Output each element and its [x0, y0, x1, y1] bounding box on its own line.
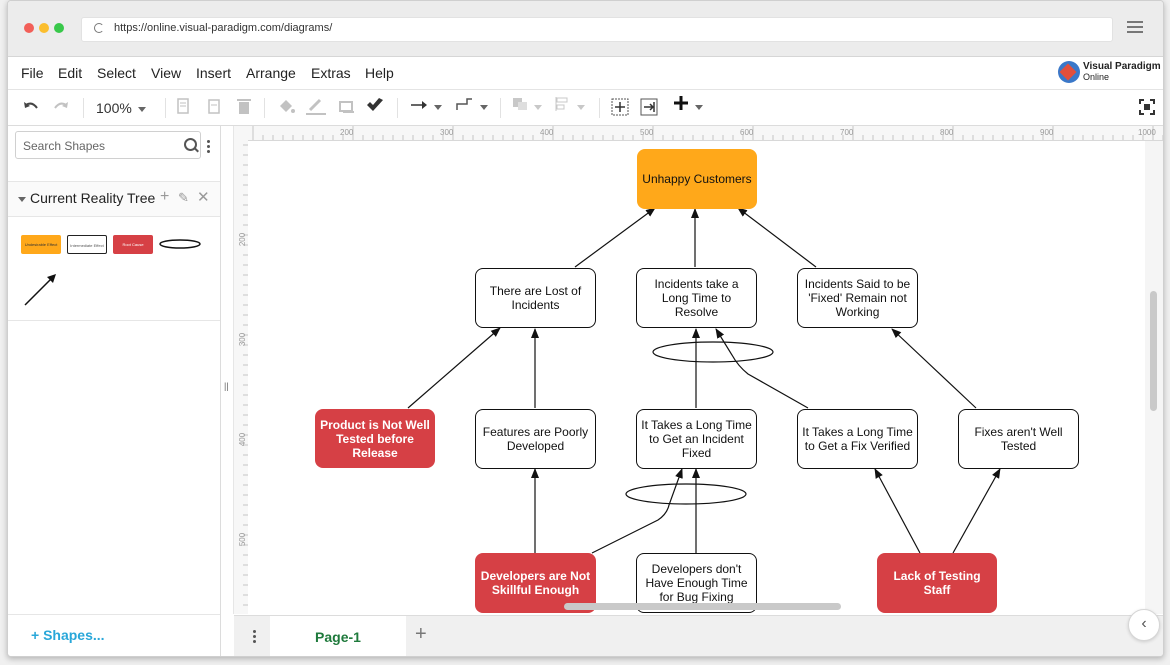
pages-menu-icon[interactable]: [253, 630, 256, 645]
shapes-sidebar: Current Reality Tree + ✎ ✕ Undesirable E…: [8, 126, 221, 656]
waypoints-icon: [456, 98, 472, 110]
library-shapes: Undesirable Effect Intermediate Effect R…: [8, 216, 220, 321]
visual-paradigm-logo[interactable]: Visual Paradigm Online: [1058, 60, 1161, 86]
node-long-fix[interactable]: It Takes a Long Time to Get an Incident …: [636, 409, 757, 469]
connector-fixed-to-unhappy[interactable]: [737, 207, 817, 268]
connector-fixes-to-fixed[interactable]: [891, 328, 977, 409]
to-front-icon: [513, 98, 527, 110]
insert-icon: [674, 96, 688, 110]
add-icon[interactable]: +: [160, 188, 170, 205]
node-long-resolve[interactable]: Incidents take a Long Time to Resolve: [636, 268, 757, 328]
node-lost-incidents[interactable]: There are Lost of Incidents: [475, 268, 596, 328]
copy-icon[interactable]: [176, 98, 190, 118]
sidebar-splitter[interactable]: ||: [221, 126, 234, 614]
connector-style-dropdown[interactable]: [408, 96, 443, 116]
paste-icon[interactable]: [207, 98, 221, 118]
menu-arrange[interactable]: Arrange: [246, 65, 296, 81]
chevron-down-icon[interactable]: [18, 197, 26, 202]
close-icon[interactable]: ✕: [197, 189, 210, 206]
align-icon: [555, 97, 568, 111]
fit-page-icon[interactable]: [611, 98, 629, 118]
undo-icon[interactable]: [22, 99, 40, 119]
shape-arrow[interactable]: [23, 271, 59, 307]
zoom-dropdown[interactable]: 100%: [96, 100, 146, 116]
shape-ellipse[interactable]: [158, 238, 202, 250]
and-connector-ellipse[interactable]: [625, 483, 747, 505]
search-box: [15, 131, 201, 159]
library-title: Current Reality Tree: [30, 190, 156, 206]
vertical-scrollbar-thumb[interactable]: [1150, 291, 1157, 411]
diagram-page[interactable]: Unhappy Customers There are Lost of Inci…: [248, 141, 1145, 614]
library-header[interactable]: Current Reality Tree + ✎ ✕: [8, 181, 220, 217]
align-dropdown[interactable]: [553, 96, 587, 116]
connector-style-icon: [410, 101, 427, 109]
tab-page-1[interactable]: Page-1: [270, 616, 406, 656]
sidebar-options-icon[interactable]: [207, 140, 210, 155]
maximize-window-button[interactable]: [54, 23, 64, 33]
connector-skill-to-fix[interactable]: [591, 468, 683, 554]
connector-tested-to-lost[interactable]: [407, 327, 501, 409]
node-fixes-not-tested[interactable]: Fixes aren't Well Tested: [958, 409, 1079, 469]
collapse-panel-button[interactable]: ‹: [1128, 609, 1160, 641]
close-window-button[interactable]: [24, 23, 34, 33]
address-bar[interactable]: https://online.visual-paradigm.com/diagr…: [81, 17, 1113, 42]
search-input[interactable]: [21, 135, 175, 157]
diagram-connectors: [407, 207, 1001, 554]
chevron-left-icon: ‹: [1141, 615, 1147, 632]
node-lack-testing-staff[interactable]: Lack of Testing Staff: [877, 553, 997, 613]
vertical-ruler: 200 300 400 500: [234, 140, 249, 614]
connector-verify-to-resolve[interactable]: [715, 328, 809, 409]
browser-menu-icon[interactable]: [1127, 21, 1143, 36]
splitter-handle-icon[interactable]: ||: [224, 381, 229, 391]
fill-color-icon[interactable]: [276, 98, 296, 118]
shape-root-cause[interactable]: Root Cause: [113, 235, 153, 254]
and-connector-ellipse[interactable]: [652, 341, 774, 363]
connector-staff-to-fixes[interactable]: [952, 468, 1001, 554]
toolbar: 100%: [8, 90, 1163, 126]
add-page-icon[interactable]: +: [415, 623, 427, 645]
node-not-well-tested[interactable]: Product is Not Well Tested before Releas…: [315, 409, 435, 468]
menu-insert[interactable]: Insert: [196, 65, 232, 81]
node-fixed-not-working[interactable]: Incidents Said to be 'Fixed' Remain not …: [797, 268, 918, 328]
node-not-skillful[interactable]: Developers are Not Skillful Enough: [475, 553, 596, 613]
node-unhappy-customers[interactable]: Unhappy Customers: [637, 149, 757, 209]
browser-window: https://online.visual-paradigm.com/diagr…: [7, 0, 1164, 657]
menu-view[interactable]: View: [151, 65, 182, 81]
fit-width-icon[interactable]: [640, 98, 658, 118]
menu-help[interactable]: Help: [365, 65, 394, 81]
shape-undesirable-effect[interactable]: Undesirable Effect: [21, 235, 61, 254]
edit-icon[interactable]: ✎: [178, 190, 189, 205]
browser-chrome: https://online.visual-paradigm.com/diagr…: [8, 1, 1163, 57]
connector-lost-to-unhappy[interactable]: [574, 207, 656, 268]
menu-extras[interactable]: Extras: [311, 65, 351, 81]
search-icon[interactable]: [184, 138, 197, 151]
reload-icon[interactable]: [94, 23, 104, 33]
line-color-icon[interactable]: [305, 98, 327, 118]
horizontal-scrollbar-thumb[interactable]: [564, 603, 841, 610]
connector-staff-to-verify[interactable]: [874, 468, 921, 554]
page-tabs-bar: Page-1 +: [234, 615, 1163, 656]
menu-bar: File Edit Select View Insert Arrange Ext…: [8, 57, 1163, 90]
url-text: https://online.visual-paradigm.com/diagr…: [114, 22, 333, 34]
horizontal-ruler: 200 300 400 500 600 700 800 900 1000: [234, 126, 1163, 141]
shadow-icon[interactable]: [338, 100, 356, 120]
shape-intermediate-effect[interactable]: Intermediate Effect: [67, 235, 107, 254]
menu-select[interactable]: Select: [97, 65, 136, 81]
node-poorly-developed[interactable]: Features are Poorly Developed: [475, 409, 596, 469]
more-shapes-button[interactable]: + Shapes...: [8, 614, 220, 656]
logo-globe-icon: [1058, 61, 1080, 83]
canvas-area: 200 300 400 500 600 700 800 900 1000 200…: [234, 126, 1163, 614]
waypoints-dropdown[interactable]: [454, 96, 490, 116]
insert-dropdown[interactable]: [670, 95, 706, 115]
delete-icon[interactable]: [236, 98, 252, 118]
redo-icon[interactable]: [52, 99, 70, 119]
menu-edit[interactable]: Edit: [58, 65, 83, 81]
format-painter-icon[interactable]: [365, 97, 385, 117]
node-long-verify[interactable]: It Takes a Long Time to Get a Fix Verifi…: [797, 409, 918, 469]
menu-file[interactable]: File: [21, 65, 44, 81]
to-front-dropdown[interactable]: [510, 96, 544, 116]
fullscreen-icon[interactable]: [1139, 99, 1155, 119]
minimize-window-button[interactable]: [39, 23, 49, 33]
